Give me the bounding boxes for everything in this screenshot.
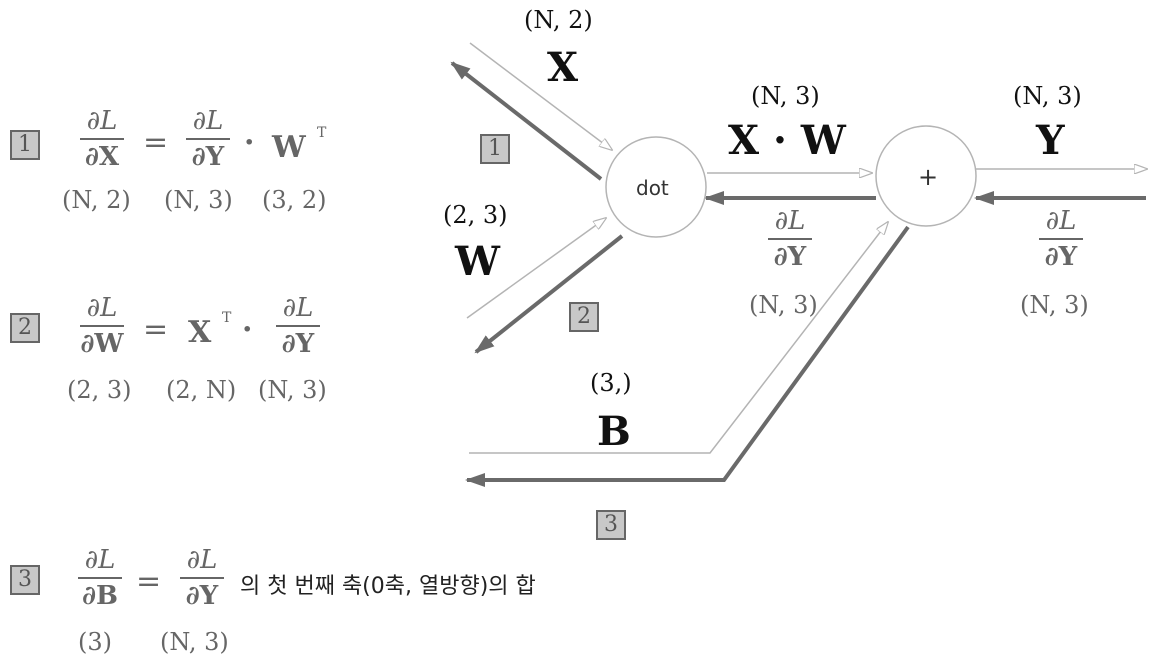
eq1-rhs-denominator: ∂Y xyxy=(191,142,225,172)
eq3-box: 3 xyxy=(10,565,40,595)
w-variable-label: W xyxy=(455,238,500,285)
b-shape-label: (3,) xyxy=(590,369,632,397)
eq3-rhs-fraction: ∂L ∂Y xyxy=(180,545,224,611)
grad-mid-numerator: ∂L xyxy=(774,206,806,236)
eq2-rhs-bar xyxy=(276,325,320,327)
eq1-rhs-numerator: ∂L xyxy=(192,106,224,136)
x-variable-label: X xyxy=(547,44,579,91)
grad-mid-fraction: ∂L ∂Y xyxy=(768,206,812,272)
w-shape-label: (2, 3) xyxy=(443,201,508,229)
eq2-lhs-fraction: ∂L ∂W xyxy=(80,293,124,359)
graph-box-3-label: 3 xyxy=(604,512,618,537)
xw-product-label: X · W xyxy=(728,117,846,164)
eq2-lhs-denominator: ∂W xyxy=(80,329,124,359)
forward-w-to-dot xyxy=(466,218,606,319)
y-shape-label: (N, 3) xyxy=(1013,82,1082,110)
eq1-box-label: 1 xyxy=(18,132,32,157)
grad-mid-denominator: ∂Y xyxy=(773,242,807,272)
eq2-rhs-denominator: ∂Y xyxy=(281,329,315,359)
backward-dot-to-x xyxy=(450,61,603,181)
dot-node xyxy=(605,136,707,238)
eq3-rhs-bar xyxy=(180,577,224,579)
eq2-rhs-fraction: ∂L ∂Y xyxy=(276,293,320,359)
eq1-lhs-fraction: ∂L ∂X xyxy=(80,106,124,172)
add-node-label: + xyxy=(918,163,939,191)
eq2-equals: = xyxy=(143,312,169,347)
graph-box-2-label: 2 xyxy=(577,304,591,329)
b-variable-label: B xyxy=(597,408,631,455)
eq3-box-label: 3 xyxy=(18,567,32,592)
eq1-rhs-bar xyxy=(186,138,230,140)
eq2-shape-rhs: (N, 3) xyxy=(258,376,327,404)
graph-box-1: 1 xyxy=(480,134,510,164)
eq3-lhs-numerator: ∂L xyxy=(84,545,116,575)
eq3-lhs-fraction: ∂L ∂B xyxy=(78,545,122,611)
eq1-rhs-fraction: ∂L ∂Y xyxy=(186,106,230,172)
eq1-box: 1 xyxy=(10,130,40,160)
x-shape-label: (N, 2) xyxy=(524,6,593,34)
xw-shape-label: (N, 3) xyxy=(751,82,820,110)
eq1-shape-lhs: (N, 2) xyxy=(62,186,131,214)
dot-node-label: dot xyxy=(636,176,669,200)
eq3-rhs-denominator: ∂Y xyxy=(185,581,219,611)
forward-b-to-add xyxy=(469,222,888,454)
eq1-transpose: T xyxy=(317,125,327,141)
backward-dot-to-w xyxy=(474,234,624,354)
eq2-lhs-numerator: ∂L xyxy=(86,293,118,323)
eq2-transpose: T xyxy=(222,310,232,326)
eq2-box-label: 2 xyxy=(18,315,32,340)
eq1-lhs-numerator: ∂L xyxy=(86,106,118,136)
grad-right-bar xyxy=(1039,238,1083,240)
eq1-equals: = xyxy=(143,125,169,160)
eq3-equals: = xyxy=(136,564,162,599)
eq3-note: 의 첫 번째 축(0축, 열방향)의 합 xyxy=(240,574,536,599)
grad-mid-bar xyxy=(768,238,812,240)
add-node xyxy=(875,125,977,227)
grad-right-fraction: ∂L ∂Y xyxy=(1039,206,1083,272)
eq1-matrix-w: W xyxy=(272,130,306,165)
forward-x-to-dot xyxy=(469,42,612,150)
eq3-shape-rhs: (N, 3) xyxy=(160,628,229,656)
graph-box-1-label: 1 xyxy=(488,136,502,161)
eq2-matrix-x: X xyxy=(188,315,212,350)
grad-mid-shape: (N, 3) xyxy=(749,291,818,319)
eq1-shape-mid: (N, 3) xyxy=(164,186,233,214)
eq2-shape-mid: (2, N) xyxy=(166,376,237,404)
eq1-lhs-bar xyxy=(80,138,124,140)
eq2-box: 2 xyxy=(10,313,40,343)
eq2-rhs-numerator: ∂L xyxy=(282,293,314,323)
eq2-lhs-bar xyxy=(80,325,124,327)
eq3-lhs-bar xyxy=(78,577,122,579)
eq3-lhs-denominator: ∂B xyxy=(82,581,118,611)
eq1-dot: · xyxy=(244,125,255,160)
backward-add-to-b xyxy=(465,225,910,487)
grad-right-numerator: ∂L xyxy=(1045,206,1077,236)
graph-box-3: 3 xyxy=(596,510,626,540)
y-variable-label: Y xyxy=(1036,117,1065,164)
grad-right-denominator: ∂Y xyxy=(1044,242,1078,272)
eq2-shape-lhs: (2, 3) xyxy=(67,376,132,404)
eq3-shape-lhs: (3) xyxy=(78,628,112,656)
eq1-lhs-denominator: ∂X xyxy=(84,142,120,172)
eq2-dot: · xyxy=(242,312,253,347)
eq1-shape-rhs: (3, 2) xyxy=(262,186,327,214)
eq3-rhs-numerator: ∂L xyxy=(186,545,218,575)
grad-right-shape: (N, 3) xyxy=(1020,291,1089,319)
graph-box-2: 2 xyxy=(569,302,599,332)
